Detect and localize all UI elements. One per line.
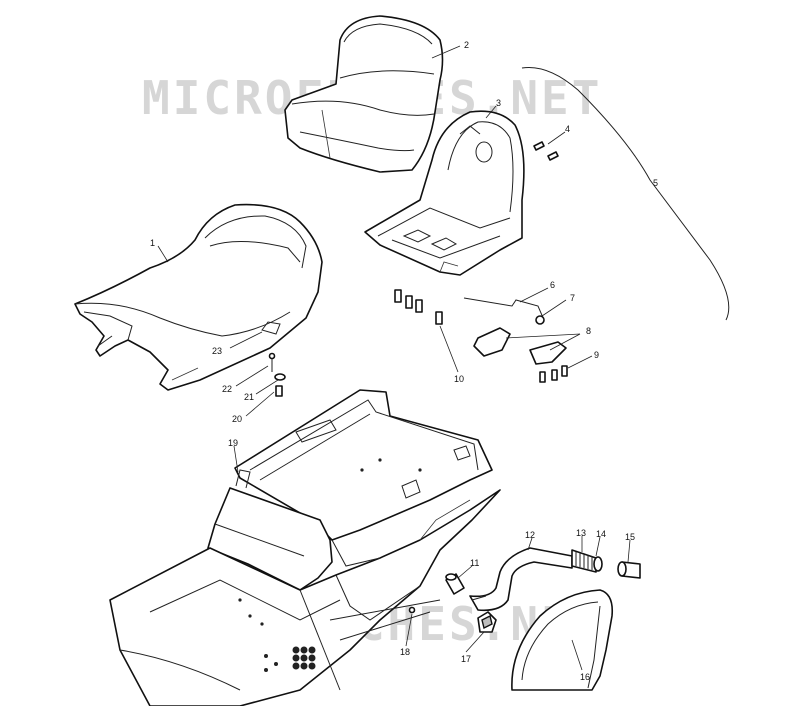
callout-19: 19 bbox=[228, 438, 238, 448]
handlebar-assembly bbox=[469, 547, 641, 612]
backrest-cushion bbox=[284, 15, 444, 173]
callout-20: 20 bbox=[232, 414, 242, 424]
callout-11: 11 bbox=[470, 558, 479, 568]
bracket-part-5 bbox=[521, 66, 730, 321]
callout-13: 13 bbox=[576, 528, 586, 538]
studs-part-10 bbox=[394, 289, 443, 325]
callout-4: 4 bbox=[565, 124, 570, 134]
callout-23: 23 bbox=[212, 346, 222, 356]
callout-22: 22 bbox=[222, 384, 232, 394]
callout-7: 7 bbox=[570, 293, 575, 303]
knee-pad-part-16 bbox=[511, 589, 614, 691]
callout-16: 16 bbox=[580, 672, 590, 682]
callout-18: 18 bbox=[400, 647, 410, 657]
callout-21: 21 bbox=[244, 392, 254, 402]
callout-8: 8 bbox=[586, 326, 591, 336]
callout-3: 3 bbox=[496, 98, 501, 108]
leader-lines bbox=[157, 45, 631, 671]
seat-cushion bbox=[74, 203, 323, 391]
fasteners-20-22 bbox=[268, 352, 286, 397]
screws-part-4 bbox=[533, 141, 559, 161]
callout-2: 2 bbox=[464, 40, 469, 50]
clamp-part-17 bbox=[477, 611, 497, 633]
seat-shell bbox=[364, 110, 525, 276]
callout-5: 5 bbox=[653, 178, 658, 188]
rivet-part-18 bbox=[408, 606, 416, 614]
callout-12: 12 bbox=[525, 530, 535, 540]
latch-rod-assembly bbox=[463, 297, 568, 383]
callout-1: 1 bbox=[150, 238, 155, 248]
callout-14: 14 bbox=[596, 529, 606, 539]
chassis-tunnel bbox=[109, 389, 501, 706]
callout-labels: 1 2 3 4 5 6 7 8 9 10 11 12 13 14 15 16 1… bbox=[150, 40, 658, 682]
sleeve-part-11 bbox=[445, 573, 465, 595]
callout-9: 9 bbox=[594, 350, 599, 360]
callout-10: 10 bbox=[454, 374, 464, 384]
callout-6: 6 bbox=[550, 280, 555, 290]
callout-15: 15 bbox=[625, 532, 635, 542]
callout-17: 17 bbox=[461, 654, 471, 664]
